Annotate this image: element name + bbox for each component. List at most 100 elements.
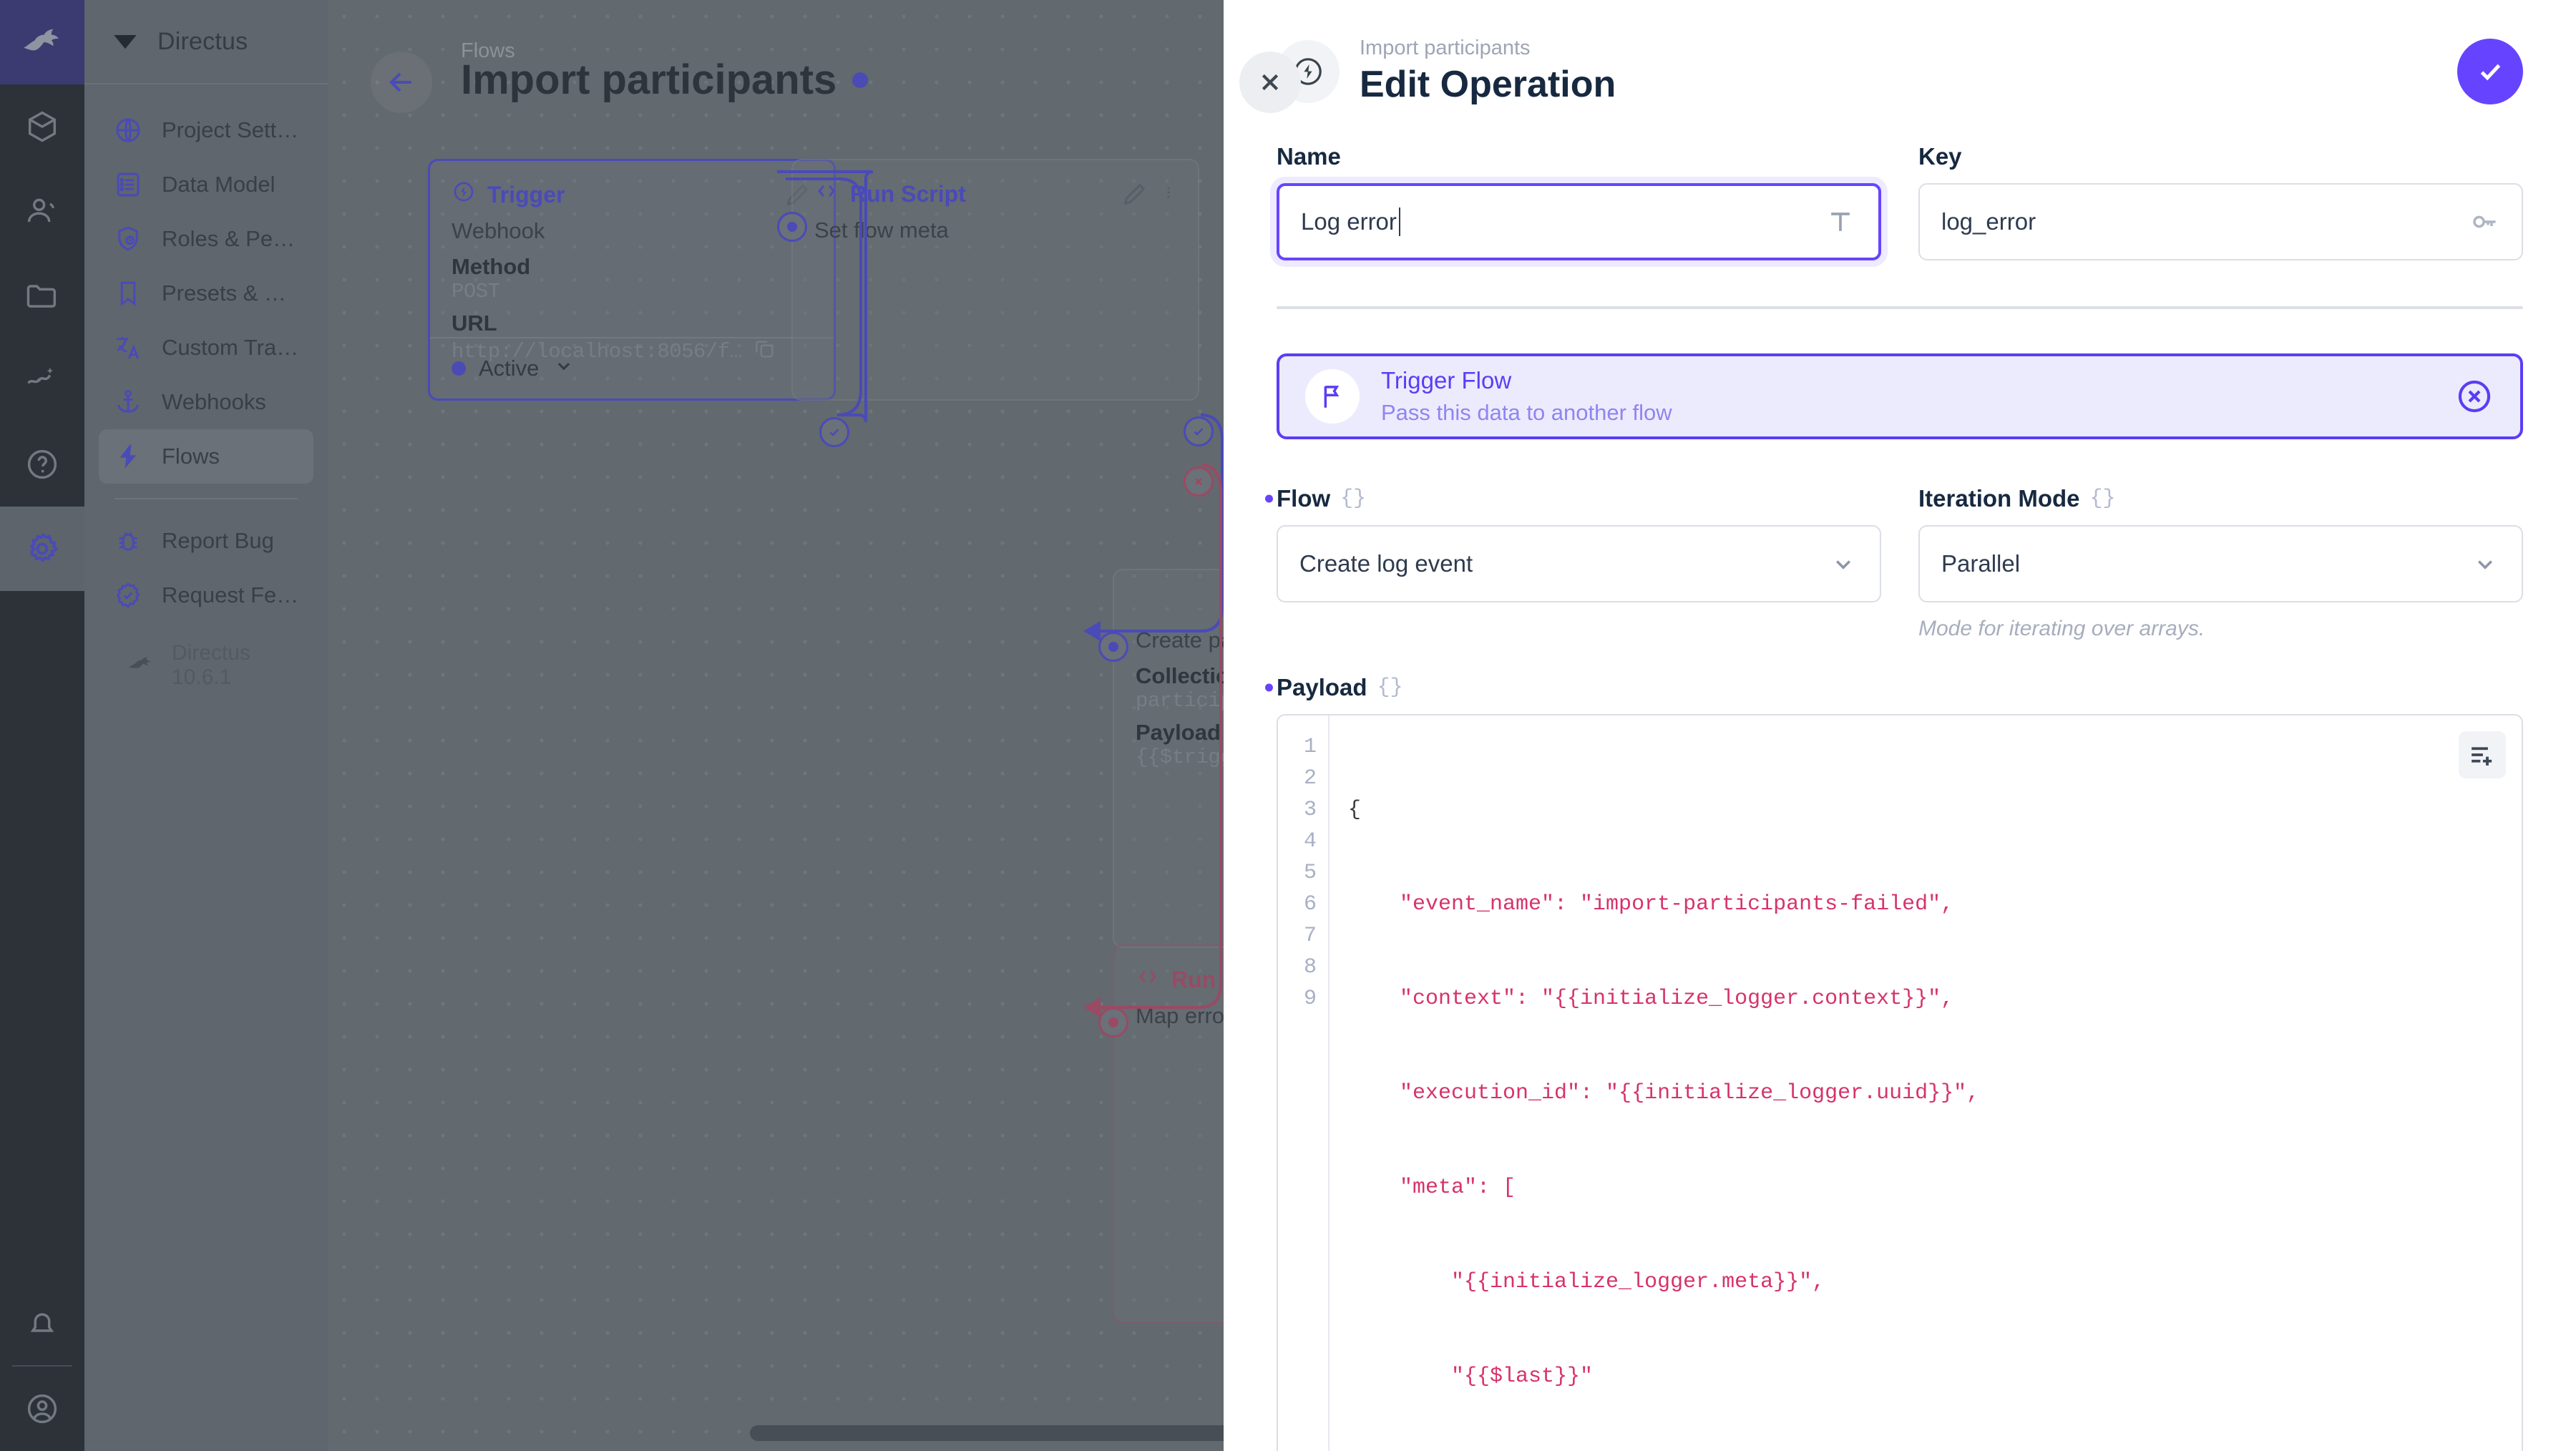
flag-icon (1305, 369, 1360, 424)
run-script-input-port[interactable] (777, 212, 807, 242)
sidebar: Directus Project Settings Data Model (84, 0, 328, 1451)
payload-code-editor[interactable]: 1 2 3 4 5 6 7 8 9 { "event_nam (1277, 714, 2523, 1451)
iteration-mode-select[interactable]: Parallel (1918, 525, 2523, 602)
sidebar-item-label: Custom Translations (162, 335, 299, 360)
list-alt-icon (113, 170, 143, 200)
drawer-title-block: Import participants Edit Operation (1360, 37, 2457, 105)
module-item-content[interactable] (0, 84, 84, 169)
flow-field-brace: {} (1340, 487, 1367, 511)
directus-rabbit-logo[interactable] (0, 0, 84, 84)
payload-field-brace: {} (1377, 675, 1403, 700)
close-circle-icon[interactable] (2454, 376, 2494, 416)
code-icon (1136, 964, 1160, 995)
trigger-status-label: Active (479, 356, 540, 381)
sidebar-item-report-bug[interactable]: Report Bug (99, 514, 313, 568)
banner-subtitle: Pass this data to another flow (1381, 400, 1672, 426)
trigger-url-value: http://localhost:8056/f… (452, 340, 742, 363)
flow-field-label-text: Flow (1277, 485, 1331, 512)
code-line: "execution_id": "{{initialize_logger.uui… (1348, 1081, 1980, 1105)
sidebar-item-request-feature[interactable]: Request Feature (99, 568, 313, 622)
drawer-title: Edit Operation (1360, 64, 1616, 106)
iteration-field-label-text: Iteration Mode (1918, 485, 2080, 512)
code-line: "meta": [ (1348, 1176, 1516, 1200)
payload-field-group: Payload {} 1 2 3 4 5 6 7 8 (1277, 674, 2523, 1451)
iteration-field-brace: {} (2089, 487, 2116, 511)
run-script-node-subtitle: Set flow meta (814, 218, 949, 243)
name-input[interactable]: Log error (1277, 183, 1881, 260)
line-number: 9 (1303, 987, 1317, 1011)
operation-type-banner[interactable]: Trigger Flow Pass this data to another f… (1277, 353, 2523, 439)
sidebar-item-webhooks[interactable]: Webhooks (99, 375, 313, 429)
anchor-icon (113, 387, 143, 417)
iteration-field-group: Iteration Mode {} Parallel Mode for iter… (1918, 485, 2523, 641)
sidebar-item-label: Roles & Permissions (162, 226, 299, 251)
chevron-down-icon[interactable] (552, 353, 576, 383)
key-field-label: Key (1918, 143, 1962, 170)
sidebar-item-data-model[interactable]: Data Model (99, 157, 313, 212)
module-item-insights[interactable] (0, 338, 84, 422)
code-content[interactable]: { "event_name": "import-participants-fai… (1330, 715, 2522, 1451)
text-caret (1398, 207, 1400, 236)
project-header[interactable]: Directus (84, 0, 328, 84)
page-title-text: Import participants (461, 57, 837, 103)
canvas-header: Flows Import participants (328, 0, 1352, 143)
chevron-down-icon (1828, 549, 1858, 579)
format-list-add-icon[interactable] (2459, 731, 2506, 778)
flow-field-group: Flow {} Create log event (1277, 485, 1881, 641)
code-line: "{{$last}}" (1348, 1364, 1594, 1389)
sidebar-item-custom-translations[interactable]: Custom Translations (99, 321, 313, 375)
module-item-files[interactable] (0, 253, 84, 338)
back-button[interactable] (371, 52, 432, 113)
notifications-button[interactable] (0, 1281, 84, 1365)
bolt-icon (113, 441, 143, 472)
code-line: { (1348, 798, 1362, 822)
iteration-mode-value: Parallel (1941, 550, 2021, 577)
run-script-error-port[interactable] (1184, 466, 1214, 497)
sidebar-item-presets-bookmarks[interactable]: Presets & Bookmar... (99, 266, 313, 321)
drawer-header: Import participants Edit Operation (1224, 0, 2576, 143)
key-icon (2467, 205, 2500, 238)
project-name: Directus (157, 27, 248, 55)
module-item-settings[interactable] (0, 507, 84, 591)
sidebar-item-roles-permissions[interactable]: Roles & Permissions (99, 212, 313, 266)
key-field-group: Key log_error (1918, 143, 2523, 260)
sidebar-item-project-settings[interactable]: Project Settings (99, 103, 313, 157)
trigger-node[interactable]: Trigger Webhook Method POST URL http://l… (428, 159, 849, 447)
close-drawer-button[interactable] (1239, 52, 1301, 113)
name-input-value: Log error (1301, 208, 1397, 235)
run-script-success-port[interactable] (1184, 416, 1214, 446)
sidebar-item-label: Flows (162, 444, 220, 469)
trigger-bolt-icon (452, 180, 476, 210)
line-number: 1 (1303, 735, 1317, 759)
text-format-icon (1824, 205, 1857, 238)
save-operation-button[interactable] (2457, 39, 2523, 104)
canvas-horizontal-scrollbar[interactable] (750, 1425, 1352, 1441)
drawer-breadcrumb: Import participants (1360, 36, 1531, 60)
module-item-help[interactable] (0, 422, 84, 507)
pencil-icon[interactable] (1121, 180, 1149, 208)
trigger-url-label: URL (452, 311, 497, 336)
trigger-status-footer[interactable]: Active (430, 337, 834, 399)
more-vertical-icon[interactable] (1161, 180, 1176, 208)
flow-select[interactable]: Create log event (1277, 525, 1881, 602)
sidebar-item-label: Presets & Bookmar... (162, 280, 299, 306)
run-script-node-set-flow-meta[interactable]: Run Script Set flow meta (777, 159, 1214, 497)
copy-icon[interactable] (752, 336, 776, 367)
name-field-label: Name (1277, 143, 1341, 170)
trigger-node-title: Trigger (487, 181, 565, 207)
translate-icon (113, 333, 143, 363)
code-line: "context": "{{initialize_logger.context}… (1348, 987, 1954, 1011)
breadcrumb[interactable]: Flows (461, 39, 515, 62)
diamond-icon (110, 25, 140, 59)
create-data-input-port[interactable] (1098, 632, 1128, 662)
module-item-users[interactable] (0, 169, 84, 253)
account-button[interactable] (0, 1367, 84, 1451)
line-number: 3 (1303, 798, 1317, 822)
sidebar-item-flows[interactable]: Flows (99, 429, 313, 484)
map-errors-input-port[interactable] (1098, 1007, 1128, 1037)
flow-canvas[interactable]: Flows Import participants Trigger (328, 0, 1352, 1451)
run-script-node-title: Run Script (850, 180, 966, 207)
key-input[interactable]: log_error (1918, 183, 2523, 260)
page-title: Import participants (461, 56, 869, 104)
trigger-output-port[interactable] (819, 417, 849, 447)
